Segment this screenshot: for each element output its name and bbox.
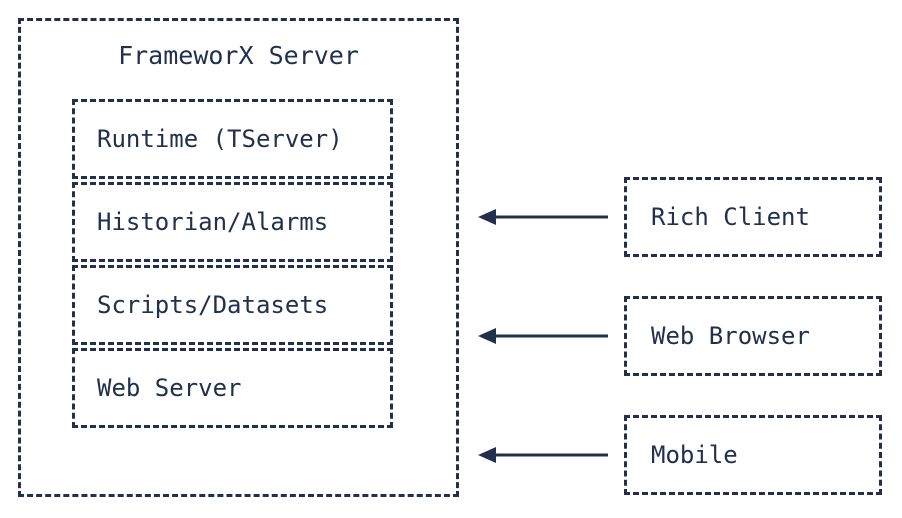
client-box-rich-client: Rich Client — [624, 177, 882, 257]
server-module-web-server: Web Server — [72, 348, 393, 428]
server-title: FrameworX Server — [118, 41, 359, 70]
arrow-web-browser-to-server — [478, 328, 608, 344]
client-box-web-browser: Web Browser — [624, 296, 882, 376]
arrow-rich-client-to-server — [478, 209, 608, 225]
server-module-runtime: Runtime (TServer) — [72, 99, 393, 179]
server-module-stack: Runtime (TServer) Historian/Alarms Scrip… — [72, 99, 393, 428]
arrow-mobile-to-server — [478, 447, 608, 463]
server-module-scripts-datasets: Scripts/Datasets — [72, 265, 393, 345]
framework-server-container: FrameworX Server Runtime (TServer) Histo… — [18, 18, 459, 497]
client-box-mobile: Mobile — [624, 415, 882, 495]
server-module-historian-alarms: Historian/Alarms — [72, 182, 393, 262]
